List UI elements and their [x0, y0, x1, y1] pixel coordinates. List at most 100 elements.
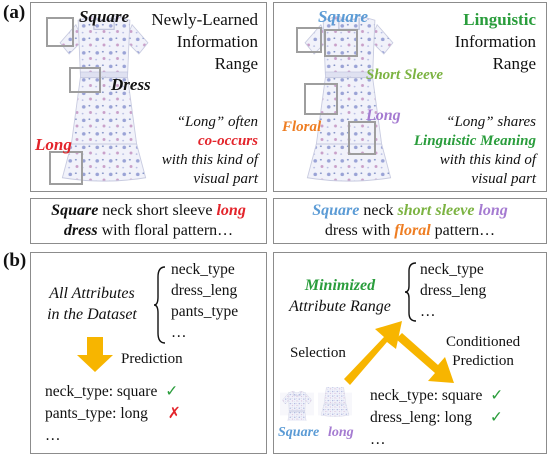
tag-long: Long: [366, 107, 401, 124]
result-row: pants_type: long ✗: [45, 403, 181, 425]
range-title-line: Information: [176, 32, 258, 51]
note-line: “Long” often: [176, 114, 258, 130]
brace-icon: [404, 262, 417, 322]
highlight-box-neck: [296, 27, 322, 53]
range-title-line: Newly-Learned: [151, 10, 258, 29]
caption-line-2: dress with floral pattern…: [274, 221, 546, 241]
attribute-item: dress_leng: [171, 282, 238, 299]
caption-line-2: dress with floral pattern…: [31, 221, 266, 241]
down-arrow-icon: [77, 337, 113, 372]
caption-text: neck: [359, 202, 398, 219]
conditioned-label: Conditioned Prediction: [446, 333, 520, 371]
caption-long: long: [478, 202, 508, 219]
range-title-line: Range: [492, 54, 536, 73]
tag-dress: Dress: [111, 75, 151, 94]
heading-minimized: Minimized: [304, 277, 376, 294]
range-title-line: Range: [214, 54, 258, 73]
result-text: dress_leng: long: [370, 409, 473, 426]
result-row: neck_type: square ✓: [370, 385, 503, 407]
check-icon: ✓: [165, 383, 179, 400]
note-line: with this kind of: [161, 152, 258, 168]
attribute-item: dress_leng: [420, 282, 487, 299]
result-text: pants_type: long: [45, 405, 148, 422]
range-title: Linguistic Information Range: [455, 9, 536, 75]
caption-floral: floral: [394, 222, 431, 239]
thumb-square-label: Square: [278, 425, 320, 440]
note-co-occurs: co-occurs: [198, 133, 258, 149]
panel-b-label: (b): [3, 250, 27, 271]
result-ellipsis: …: [45, 427, 61, 444]
co-occur-note: “Long” often co-occurs with this kind of…: [162, 113, 258, 189]
heading-line: All Attributes: [49, 285, 135, 302]
panel-b-left: All Attributes in the Dataset neck_type …: [30, 252, 267, 454]
highlight-box-sleeve: [324, 29, 358, 57]
note-linguistic-meaning: Linguistic Meaning: [413, 133, 536, 149]
caption-text: dress with: [324, 222, 395, 239]
panel-a-right: Square Short Sleeve Long Floral Linguist…: [273, 2, 547, 192]
conditioned-line: Conditioned: [446, 334, 521, 350]
caption-short-sleeve: short sleeve: [397, 202, 475, 219]
caption-dress: dress: [63, 222, 98, 239]
result-row: neck_type: square ✓: [45, 381, 181, 403]
prediction-results: neck_type: square ✓ dress_leng: long ✓ …: [370, 385, 503, 451]
conditioned-line: Prediction: [452, 353, 514, 369]
caption-text: pattern…: [430, 222, 496, 239]
arrows: [344, 321, 454, 385]
tag-long: Long: [35, 135, 72, 154]
range-title-line: Information: [454, 32, 536, 51]
cross-icon: ✗: [167, 405, 181, 422]
panel-a-label: (a): [3, 2, 26, 23]
selection-label: Selection: [290, 345, 346, 361]
thumb-long-image: [318, 387, 352, 417]
attribute-item: …: [420, 303, 436, 320]
caption-square: Square: [312, 202, 360, 219]
note-line: “Long” shares: [446, 114, 536, 130]
all-attributes-heading: All Attributes in the Dataset: [33, 283, 151, 325]
result-row: dress_leng: long ✓: [370, 407, 503, 429]
caption-line-1: Square neck short sleeve long: [31, 201, 266, 221]
caption-line-1: Square neck short sleeve long: [274, 201, 546, 221]
range-title: Newly-Learned Information Range: [151, 9, 258, 75]
attribute-item: neck_type: [420, 261, 484, 278]
caption-long: long: [216, 202, 246, 219]
result-text: neck_type: square: [370, 387, 483, 404]
panel-b-right: Minimized Attribute Range neck_type dres…: [273, 252, 547, 454]
check-icon: ✓: [489, 409, 503, 426]
attribute-item: …: [171, 324, 187, 341]
note-line: visual part: [471, 171, 536, 187]
conditioned-arrow-icon: [396, 333, 454, 383]
highlight-box-hip: [304, 83, 338, 115]
tag-square: Square: [318, 7, 369, 26]
brace-icon: [153, 266, 166, 344]
thumb-square-image: [280, 390, 314, 421]
highlight-box-neck: [46, 17, 74, 47]
caption-right: Square neck short sleeve long dress with…: [273, 198, 547, 244]
caption-left: Square neck short sleeve long dress with…: [30, 198, 267, 244]
check-icon: ✓: [490, 387, 504, 404]
caption-text: with floral pattern…: [97, 222, 234, 239]
attribute-list: neck_type dress_leng …: [420, 259, 486, 322]
attribute-item: neck_type: [171, 261, 235, 278]
note-line: visual part: [193, 171, 258, 187]
note-line: with this kind of: [439, 152, 536, 168]
caption-square: Square: [51, 202, 99, 219]
shares-note: “Long” shares Linguistic Meaning with th…: [414, 113, 536, 189]
attribute-list: neck_type dress_leng pants_type …: [171, 259, 238, 343]
selection-arrow-icon: [344, 321, 402, 385]
minimized-heading: Minimized Attribute Range: [280, 275, 400, 317]
attribute-item: pants_type: [171, 303, 239, 320]
prediction-results: neck_type: square ✓ pants_type: long ✗ …: [45, 381, 181, 447]
panel-a-left: Square Dress Long Newly-Learned Informat…: [30, 2, 267, 192]
highlight-box-hem: [49, 151, 83, 185]
heading-line: Attribute Range: [289, 298, 391, 315]
range-title-linguistic: Linguistic: [463, 10, 536, 29]
heading-line: in the Dataset: [47, 306, 137, 323]
result-text: neck_type: square: [45, 383, 158, 400]
tag-square: Square: [79, 7, 130, 26]
result-ellipsis: …: [370, 431, 386, 448]
caption-text: neck short sleeve: [98, 202, 217, 219]
thumb-long-label: long: [328, 425, 354, 440]
tag-floral: Floral: [282, 119, 322, 135]
tag-short-sleeve: Short Sleeve: [366, 67, 444, 83]
highlight-box-waist: [69, 67, 101, 93]
